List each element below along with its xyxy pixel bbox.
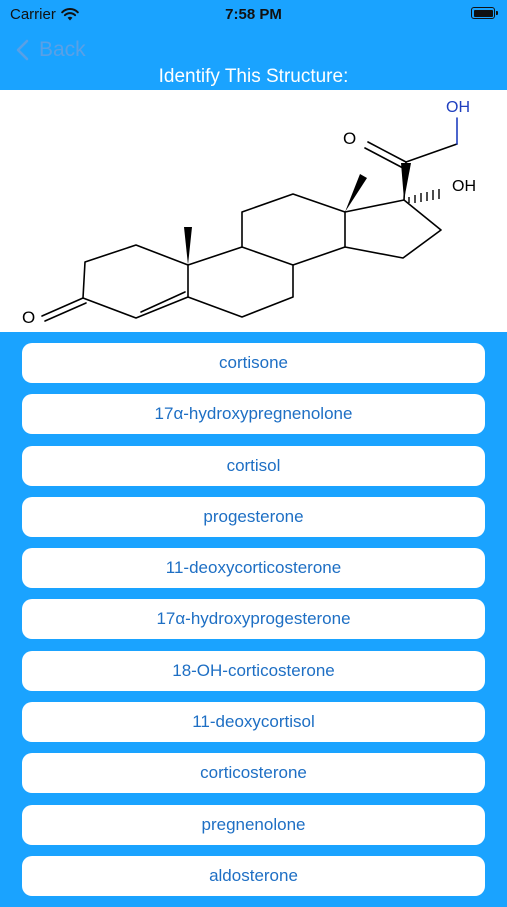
carrier-label: Carrier [10,6,56,23]
battery-nub [496,11,498,15]
structure-image: O OH OH O [0,90,507,332]
c10-methyl-wedge [184,227,192,265]
choice-button-progesterone[interactable]: progesterone [22,496,485,537]
ketone-oxygen-label: O [343,129,356,148]
choice-button-pregnenolone[interactable]: pregnenolone [22,804,485,845]
wifi-icon [61,8,79,21]
choice-button-17a-hydroxyprogesterone[interactable]: 17α-hydroxyprogesterone [22,599,485,640]
chevron-left-icon [16,39,29,61]
c17-c20-wedge [401,163,411,200]
steroid-structure-diagram: O OH OH O [22,99,476,327]
battery-fill [473,9,493,17]
c3-oxygen-label: O [22,308,35,327]
choice-button-cortisol[interactable]: cortisol [22,445,485,486]
choice-button-11-deoxycorticosterone[interactable]: 11-deoxycorticosterone [22,548,485,589]
choice-button-corticosterone[interactable]: corticosterone [22,753,485,794]
back-button[interactable]: Back [16,38,86,62]
choice-button-18-oh-corticosterone[interactable]: 18-OH-corticosterone [22,650,485,691]
answer-choices: cortisone 17α-hydroxypregnenolone cortis… [22,343,485,907]
c13-methyl-wedge [345,174,367,212]
page-title: Identify This Structure: [158,66,349,87]
status-time: 7:58 PM [225,6,282,23]
c17-hydroxyl-label: OH [452,178,476,195]
status-bar: Carrier 7:58 PM [0,0,507,28]
side-chain-hydroxyl-label: OH [446,99,470,116]
navigation-bar: Back [0,36,507,68]
back-button-label: Back [39,38,86,61]
carrier-group: Carrier [10,6,79,23]
choice-button-aldosterone[interactable]: aldosterone [22,855,485,896]
choice-button-17a-hydroxypregnenolone[interactable]: 17α-hydroxypregnenolone [22,394,485,435]
battery-icon [471,7,498,19]
choice-button-11-deoxycortisol[interactable]: 11-deoxycortisol [22,702,485,743]
choice-button-cortisone[interactable]: cortisone [22,343,485,383]
c17-oh-hashed-bond [408,189,440,203]
